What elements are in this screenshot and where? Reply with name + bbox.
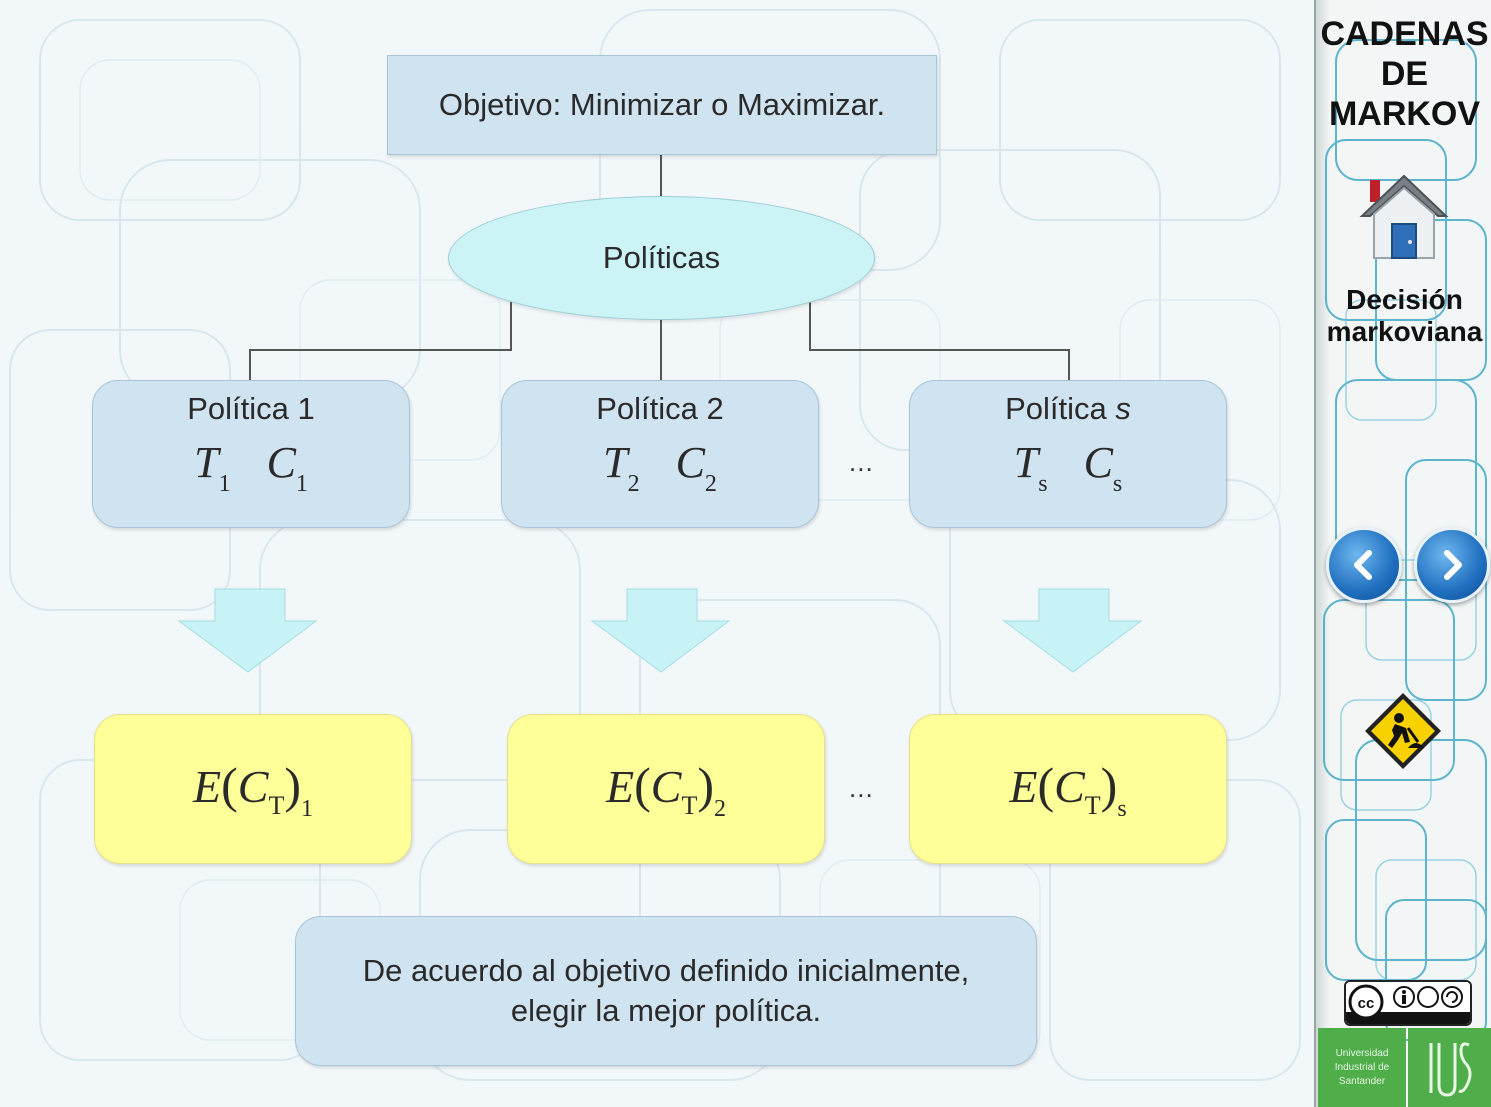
expectation-box-1: E(CT)1 bbox=[94, 714, 412, 864]
policies-label: Políticas bbox=[602, 240, 721, 275]
down-arrow-s bbox=[1002, 588, 1143, 673]
policy-title-variable: s bbox=[1115, 391, 1131, 426]
uis-logo-icon[interactable] bbox=[1408, 1028, 1491, 1107]
conclusion-line-2: elegir la mejor política. bbox=[510, 993, 822, 1028]
expectation-formula: E(CT)1 bbox=[193, 756, 313, 822]
previous-button[interactable] bbox=[1326, 527, 1402, 603]
t-subscript: 1 bbox=[218, 471, 231, 497]
expectation-box-s: E(CT)s bbox=[909, 714, 1227, 864]
policies-node: Políticas bbox=[448, 196, 875, 320]
expectation-formula: E(CT)2 bbox=[606, 756, 726, 822]
objective-box: Objetivo: Minimizar o Maximizar. bbox=[387, 55, 937, 155]
section-label: Decisión markoviana bbox=[1326, 284, 1483, 347]
sidebar: CADENAS DE MARKOV Decisión markoviana bbox=[1314, 0, 1491, 1107]
expectation-subscript: 1 bbox=[301, 795, 313, 822]
down-arrow-2 bbox=[590, 588, 731, 673]
policy-title-prefix: Política bbox=[1005, 391, 1116, 426]
cc-by-nc-sa-icon[interactable]: cc bbox=[1344, 980, 1472, 1026]
sidebar-title: CADENAS DE MARKOV bbox=[1320, 15, 1489, 133]
conclusion-box: De acuerdo al objetivo definido inicialm… bbox=[295, 916, 1037, 1066]
policy-title: Política s bbox=[1005, 391, 1131, 427]
ellipsis-expectations: ... bbox=[849, 773, 874, 803]
expectation-subscript: s bbox=[1117, 795, 1127, 822]
uis-logo-mark bbox=[1429, 1041, 1471, 1097]
objective-label: Objetivo: Minimizar o Maximizar. bbox=[438, 87, 886, 122]
down-arrow-1 bbox=[177, 588, 318, 673]
policy-title: Política 1 bbox=[187, 391, 315, 426]
expectation-box-2: E(CT)2 bbox=[507, 714, 825, 864]
c-subscript: s bbox=[1112, 471, 1123, 497]
t-subscript: 2 bbox=[627, 471, 640, 497]
expectation-formula: E(CT)s bbox=[1009, 756, 1127, 822]
chevron-right-icon bbox=[1444, 550, 1462, 580]
svg-text:cc: cc bbox=[1358, 995, 1375, 1012]
c-subscript: 2 bbox=[704, 471, 717, 497]
conclusion-line-1: De acuerdo al objetivo definido inicialm… bbox=[362, 953, 970, 988]
next-button[interactable] bbox=[1414, 527, 1490, 603]
policy-title: Política 2 bbox=[596, 391, 724, 426]
c-subscript: 1 bbox=[295, 471, 308, 497]
expectation-subscript: 2 bbox=[714, 795, 726, 822]
university-logo[interactable]: Universidad Industrial de Santander bbox=[1318, 1028, 1406, 1107]
chevron-left-icon bbox=[1354, 550, 1372, 580]
home-icon[interactable] bbox=[1358, 172, 1450, 264]
ellipsis-policies: ... bbox=[849, 447, 874, 477]
construction-icon[interactable] bbox=[1362, 690, 1444, 772]
t-subscript: s bbox=[1038, 471, 1048, 497]
